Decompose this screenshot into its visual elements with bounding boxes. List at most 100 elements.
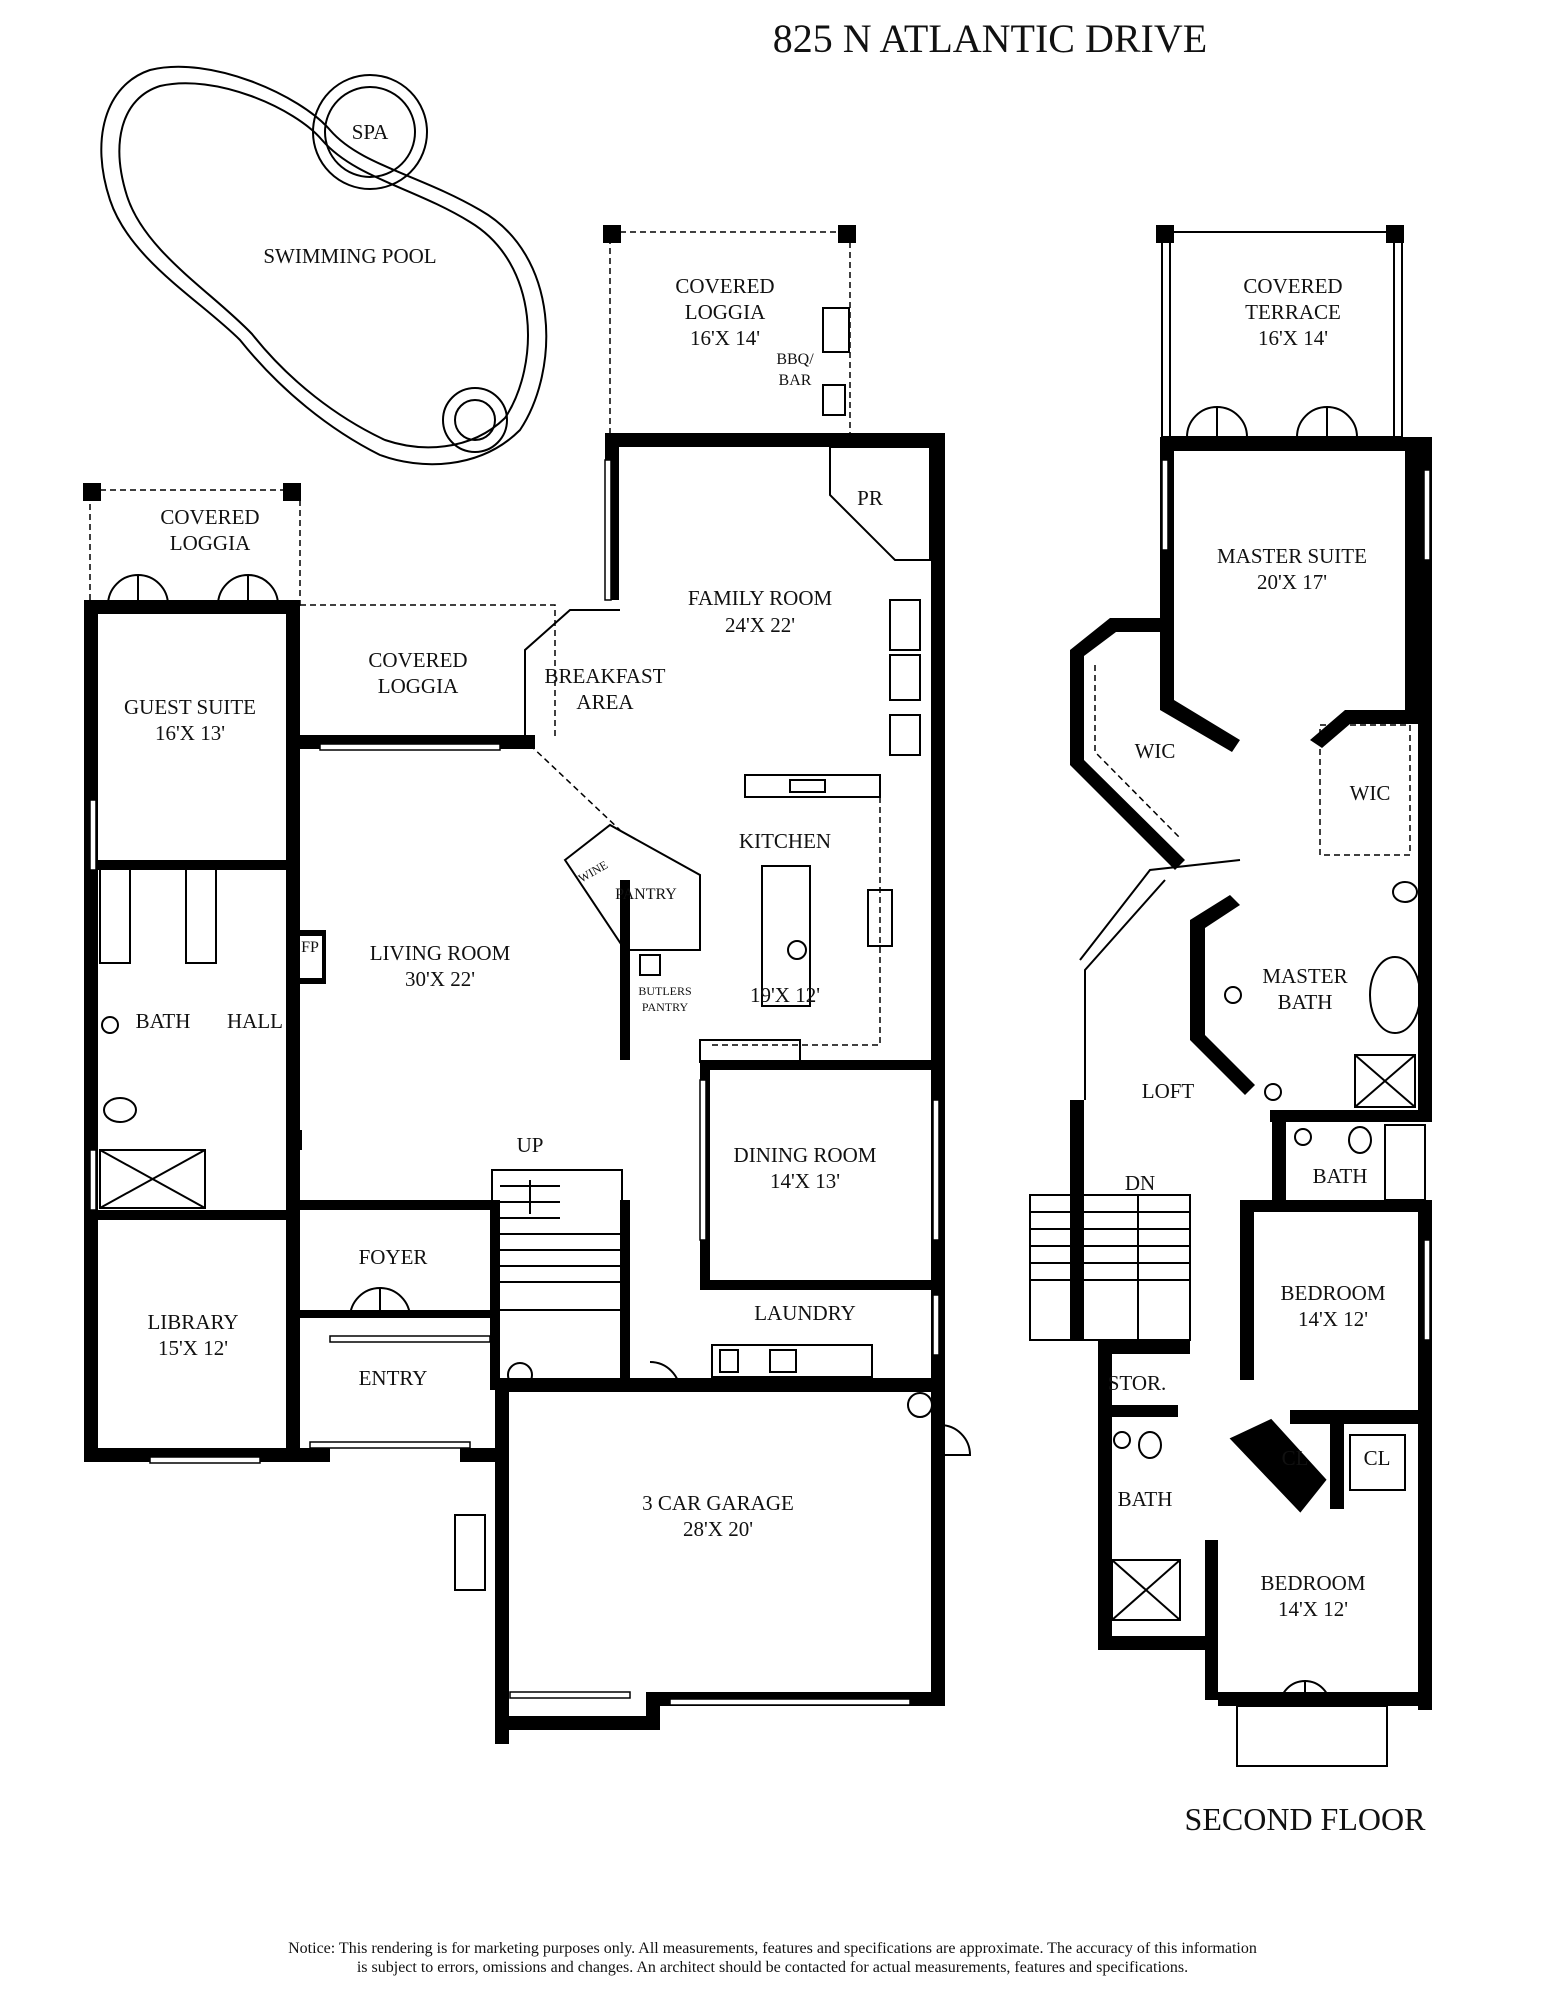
bath-label: BATH <box>136 1009 191 1033</box>
bedroom-lower-walls <box>1098 1540 1432 1706</box>
column <box>838 225 856 243</box>
window <box>309 1441 471 1449</box>
closet <box>185 867 217 964</box>
bedroom-upper-label: BEDROOM <box>1280 1281 1385 1305</box>
loft-label: LOFT <box>1142 1079 1195 1103</box>
window <box>669 1698 911 1706</box>
cl-right-label: CL <box>1364 1446 1391 1470</box>
bath-sink <box>1113 1431 1131 1449</box>
wall <box>1290 1410 1432 1424</box>
french-door <box>247 574 279 606</box>
water-heater <box>507 1362 533 1388</box>
bathtub <box>1384 1124 1426 1201</box>
column <box>603 225 621 243</box>
closet <box>99 867 131 964</box>
window <box>89 799 97 871</box>
kitchen-label: KITCHEN <box>739 829 831 853</box>
master-bath-label: MASTER <box>1262 964 1347 988</box>
family-room-size: 24'X 22' <box>725 613 795 637</box>
storage-walls <box>1098 1340 1190 1650</box>
window <box>89 1149 97 1211</box>
pr-label: PR <box>857 486 883 510</box>
second-floor-title: SECOND FLOOR <box>1185 1801 1427 1837</box>
french-door <box>107 573 139 606</box>
toilet <box>1138 1431 1162 1459</box>
pool-steps-1 <box>442 387 508 453</box>
closet-right <box>1349 1434 1406 1491</box>
front-door <box>349 1286 381 1319</box>
master-suite-size: 20'X 17' <box>1257 570 1327 594</box>
loft-wall <box>1070 1100 1084 1340</box>
pool-group: SPA SWIMMING POOL <box>100 65 548 466</box>
french-door <box>1304 1680 1331 1707</box>
bedroom-lower-label: BEDROOM <box>1260 1571 1365 1595</box>
butlers-sink <box>639 954 661 976</box>
spa-label: SPA <box>352 120 389 144</box>
shower-line <box>1354 1054 1416 1108</box>
kitchen-size: 19'X 12' <box>750 983 820 1007</box>
toilet <box>1392 881 1418 903</box>
breakfast-label: BREAKFAST <box>545 664 666 688</box>
wic-left-label: WIC <box>1135 739 1176 763</box>
staircase <box>491 1169 623 1311</box>
breakfast-label-2: AREA <box>576 690 634 714</box>
french-door <box>1296 405 1328 438</box>
french-door <box>1186 405 1218 438</box>
cl-left-label: CL <box>1282 1446 1309 1470</box>
fp-label: FP <box>301 939 319 956</box>
wall <box>1418 870 1432 1110</box>
window <box>1161 459 1169 551</box>
notice-line-1: Notice: This rendering is for marketing … <box>288 1940 1257 1957</box>
dn-label: DN <box>1125 1171 1155 1195</box>
bath-lower-label: BATH <box>1118 1487 1173 1511</box>
column <box>83 483 101 501</box>
pool-label: SWIMMING POOL <box>263 244 436 268</box>
entry-label: ENTRY <box>359 1366 428 1390</box>
garage-wall <box>495 1378 509 1744</box>
living-room-label: LIVING ROOM <box>370 941 511 965</box>
window <box>319 743 501 751</box>
rear-loggia-size: 16'X 14' <box>690 326 760 350</box>
up-label: UP <box>517 1133 544 1157</box>
first-floor: COVERED LOGGIA 16'X 14' BBQ/ BAR COVERED… <box>83 225 972 1744</box>
bedroom-lower-size: 14'X 12' <box>1278 1597 1348 1621</box>
powder-room <box>829 446 931 561</box>
side-loggia-outline <box>300 604 556 740</box>
garage-size: 28'X 20' <box>683 1517 753 1541</box>
front-door <box>379 1287 411 1319</box>
hall-label: HALL <box>227 1009 283 1033</box>
wall <box>1240 1200 1432 1212</box>
french-door <box>1326 406 1358 438</box>
bath-upper-label: BATH <box>1313 1164 1368 1188</box>
laundry-door <box>649 1361 681 1393</box>
water-heater <box>907 1392 933 1418</box>
french-door <box>137 574 169 606</box>
counter <box>699 1039 801 1063</box>
french-door <box>217 573 249 606</box>
wic-right-label: WIC <box>1350 781 1391 805</box>
spa-outer <box>312 74 428 190</box>
library-label: LIBRARY <box>147 1310 238 1334</box>
rear-loggia-label: COVERED <box>675 274 774 298</box>
library-size: 15'X 12' <box>158 1336 228 1360</box>
wall <box>490 1200 500 1390</box>
notice-text: Notice: This rendering is for marketing … <box>60 1939 1485 1977</box>
living-room-size: 30'X 22' <box>405 967 475 991</box>
wall <box>286 1200 496 1210</box>
built-in <box>889 654 921 701</box>
side-loggia-label: COVERED <box>368 648 467 672</box>
swimming-pool-outline <box>100 65 548 466</box>
wall <box>98 860 286 870</box>
french-door <box>1279 1679 1306 1707</box>
kitchen-sink <box>789 779 826 793</box>
window <box>509 1691 631 1699</box>
master-suite-walls <box>1160 437 1432 752</box>
window <box>1423 1239 1431 1341</box>
guest-suite-label: GUEST SUITE <box>124 695 256 719</box>
counter-edge <box>710 797 881 1046</box>
bbq-grill <box>822 307 850 353</box>
wall <box>98 1210 286 1220</box>
rear-loggia-label-2: LOGGIA <box>685 300 766 324</box>
wine-label: WINE <box>576 858 610 886</box>
